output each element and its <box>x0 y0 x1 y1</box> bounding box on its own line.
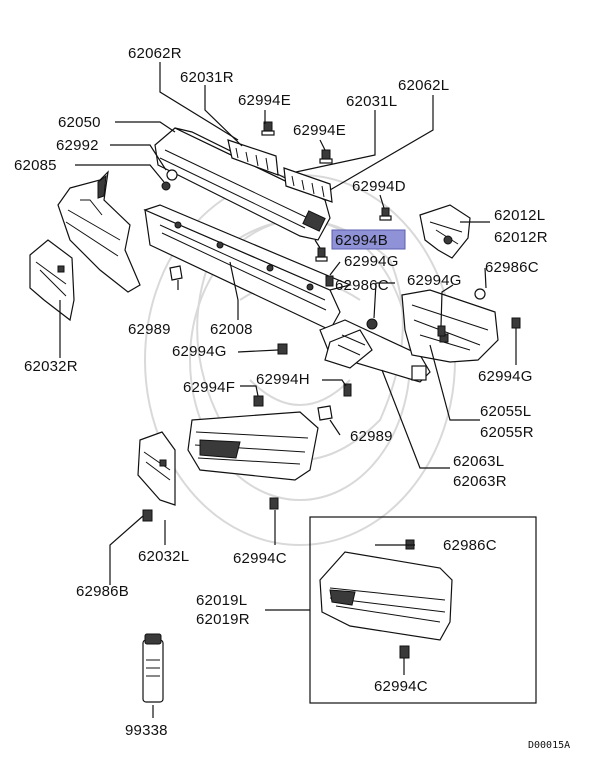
part-label[interactable]: 62994H <box>256 371 310 388</box>
part-label[interactable]: 62032L <box>138 548 189 565</box>
part-label[interactable]: 62063R <box>453 473 507 490</box>
highlight-box <box>331 229 406 250</box>
part-label[interactable]: 62031L <box>346 93 397 110</box>
part-label-highlighted[interactable]: 62994B <box>335 232 388 249</box>
bolt-62986B <box>142 509 153 522</box>
clip-62989-lower <box>317 405 333 421</box>
bolt-62994G-a <box>325 275 334 287</box>
side-panel-62032L <box>137 431 176 506</box>
bracket-62031R <box>227 139 279 176</box>
grommet-62992 <box>161 169 178 191</box>
part-label[interactable]: 62994C <box>374 678 428 695</box>
beam-62008 <box>143 204 352 331</box>
part-label[interactable]: 62994G <box>478 368 533 385</box>
part-label[interactable]: 99338 <box>125 722 168 739</box>
nut-62986C-a <box>366 318 378 330</box>
part-label[interactable]: 62994E <box>293 122 346 139</box>
bolt-62994D <box>379 207 392 221</box>
part-label[interactable]: 62032R <box>24 358 78 375</box>
stay-62063 <box>319 319 431 383</box>
bolt-62994C-a <box>269 497 279 510</box>
filler-62085 <box>57 170 141 293</box>
bolt-62994F <box>253 395 264 407</box>
side-panel-62032R <box>29 239 75 322</box>
part-label[interactable]: 62012L <box>494 207 545 224</box>
part-label[interactable]: 62019R <box>196 611 250 628</box>
part-label[interactable]: 62986C <box>485 259 539 276</box>
bracket-62012 <box>419 204 471 259</box>
clip-62989-upper <box>169 265 183 281</box>
part-label[interactable]: 62994G <box>344 253 399 270</box>
bolt-62994G-d <box>437 325 446 337</box>
part-label[interactable]: 62019L <box>196 592 247 609</box>
part-label[interactable]: 62994D <box>352 178 406 195</box>
part-label[interactable]: 62994F <box>183 379 235 396</box>
part-label[interactable]: 62085 <box>14 157 57 174</box>
part-label[interactable]: 62994G <box>172 343 227 360</box>
bolt-62994G-b <box>511 317 521 329</box>
bolt-62994B <box>315 247 328 262</box>
part-label[interactable]: 62055L <box>480 403 531 420</box>
part-label[interactable]: 62062L <box>398 77 449 94</box>
inset-box <box>309 516 537 704</box>
part-label[interactable]: 62994E <box>238 92 291 109</box>
part-label[interactable]: 62063L <box>453 453 504 470</box>
part-label[interactable]: 62012R <box>494 229 548 246</box>
bolt-62994C-b <box>399 645 410 659</box>
bolt-62994E-b <box>319 149 333 164</box>
part-label[interactable]: 62986C <box>443 537 497 554</box>
part-label[interactable]: 62986C <box>335 277 389 294</box>
part-label[interactable]: 62986B <box>76 583 129 600</box>
bolt-62994E-a <box>261 121 275 136</box>
bracket-62055 <box>401 289 499 363</box>
bracket-62031L <box>283 167 333 203</box>
part-label[interactable]: 62989 <box>128 321 171 338</box>
bolt-62994H <box>343 383 352 397</box>
part-labels: 62062R 62031R 62994E 62031L 62062L 62050… <box>14 45 548 739</box>
part-label[interactable]: 62050 <box>58 114 101 131</box>
bolt-62994G-c <box>277 343 288 355</box>
part-label[interactable]: 62992 <box>56 137 99 154</box>
part-label[interactable]: 62989 <box>350 428 393 445</box>
nut-62986C-b <box>474 288 486 300</box>
part-label[interactable]: 62994G <box>407 272 462 289</box>
lower-bumper-face <box>187 411 319 481</box>
part-label[interactable]: 62062R <box>128 45 182 62</box>
paint-bottle-99338 <box>142 633 164 703</box>
part-label[interactable]: 62008 <box>210 321 253 338</box>
part-label[interactable]: 62055R <box>480 424 534 441</box>
part-label[interactable]: 62994C <box>233 550 287 567</box>
end-cap-62019 <box>319 551 453 641</box>
part-label[interactable]: 62031R <box>180 69 234 86</box>
drawing-code: D00015A <box>528 740 570 751</box>
leader-lines <box>59 62 517 718</box>
